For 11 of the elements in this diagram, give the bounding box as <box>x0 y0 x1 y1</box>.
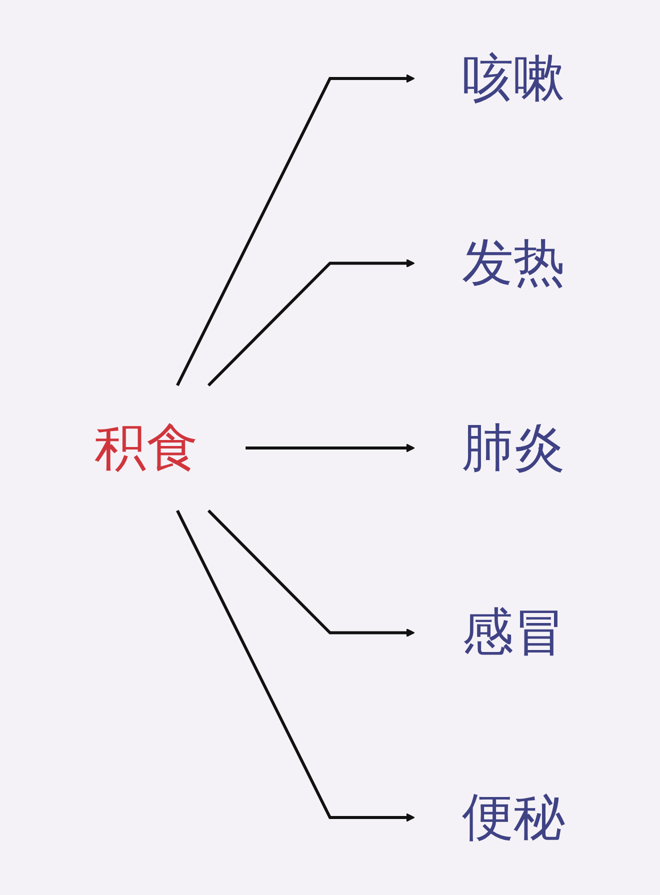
arrow <box>176 74 415 386</box>
node-text: 咳嗽 <box>462 48 566 108</box>
arrow <box>246 443 415 452</box>
node-text: 便秘 <box>462 787 566 847</box>
node-text: 肺炎 <box>462 418 566 478</box>
node-text: 发热 <box>462 232 566 293</box>
arrow <box>207 509 415 637</box>
node-text: 积食 <box>94 418 198 478</box>
arrow <box>176 509 415 822</box>
arrow <box>207 258 415 386</box>
node-text: 感冒 <box>462 602 566 662</box>
